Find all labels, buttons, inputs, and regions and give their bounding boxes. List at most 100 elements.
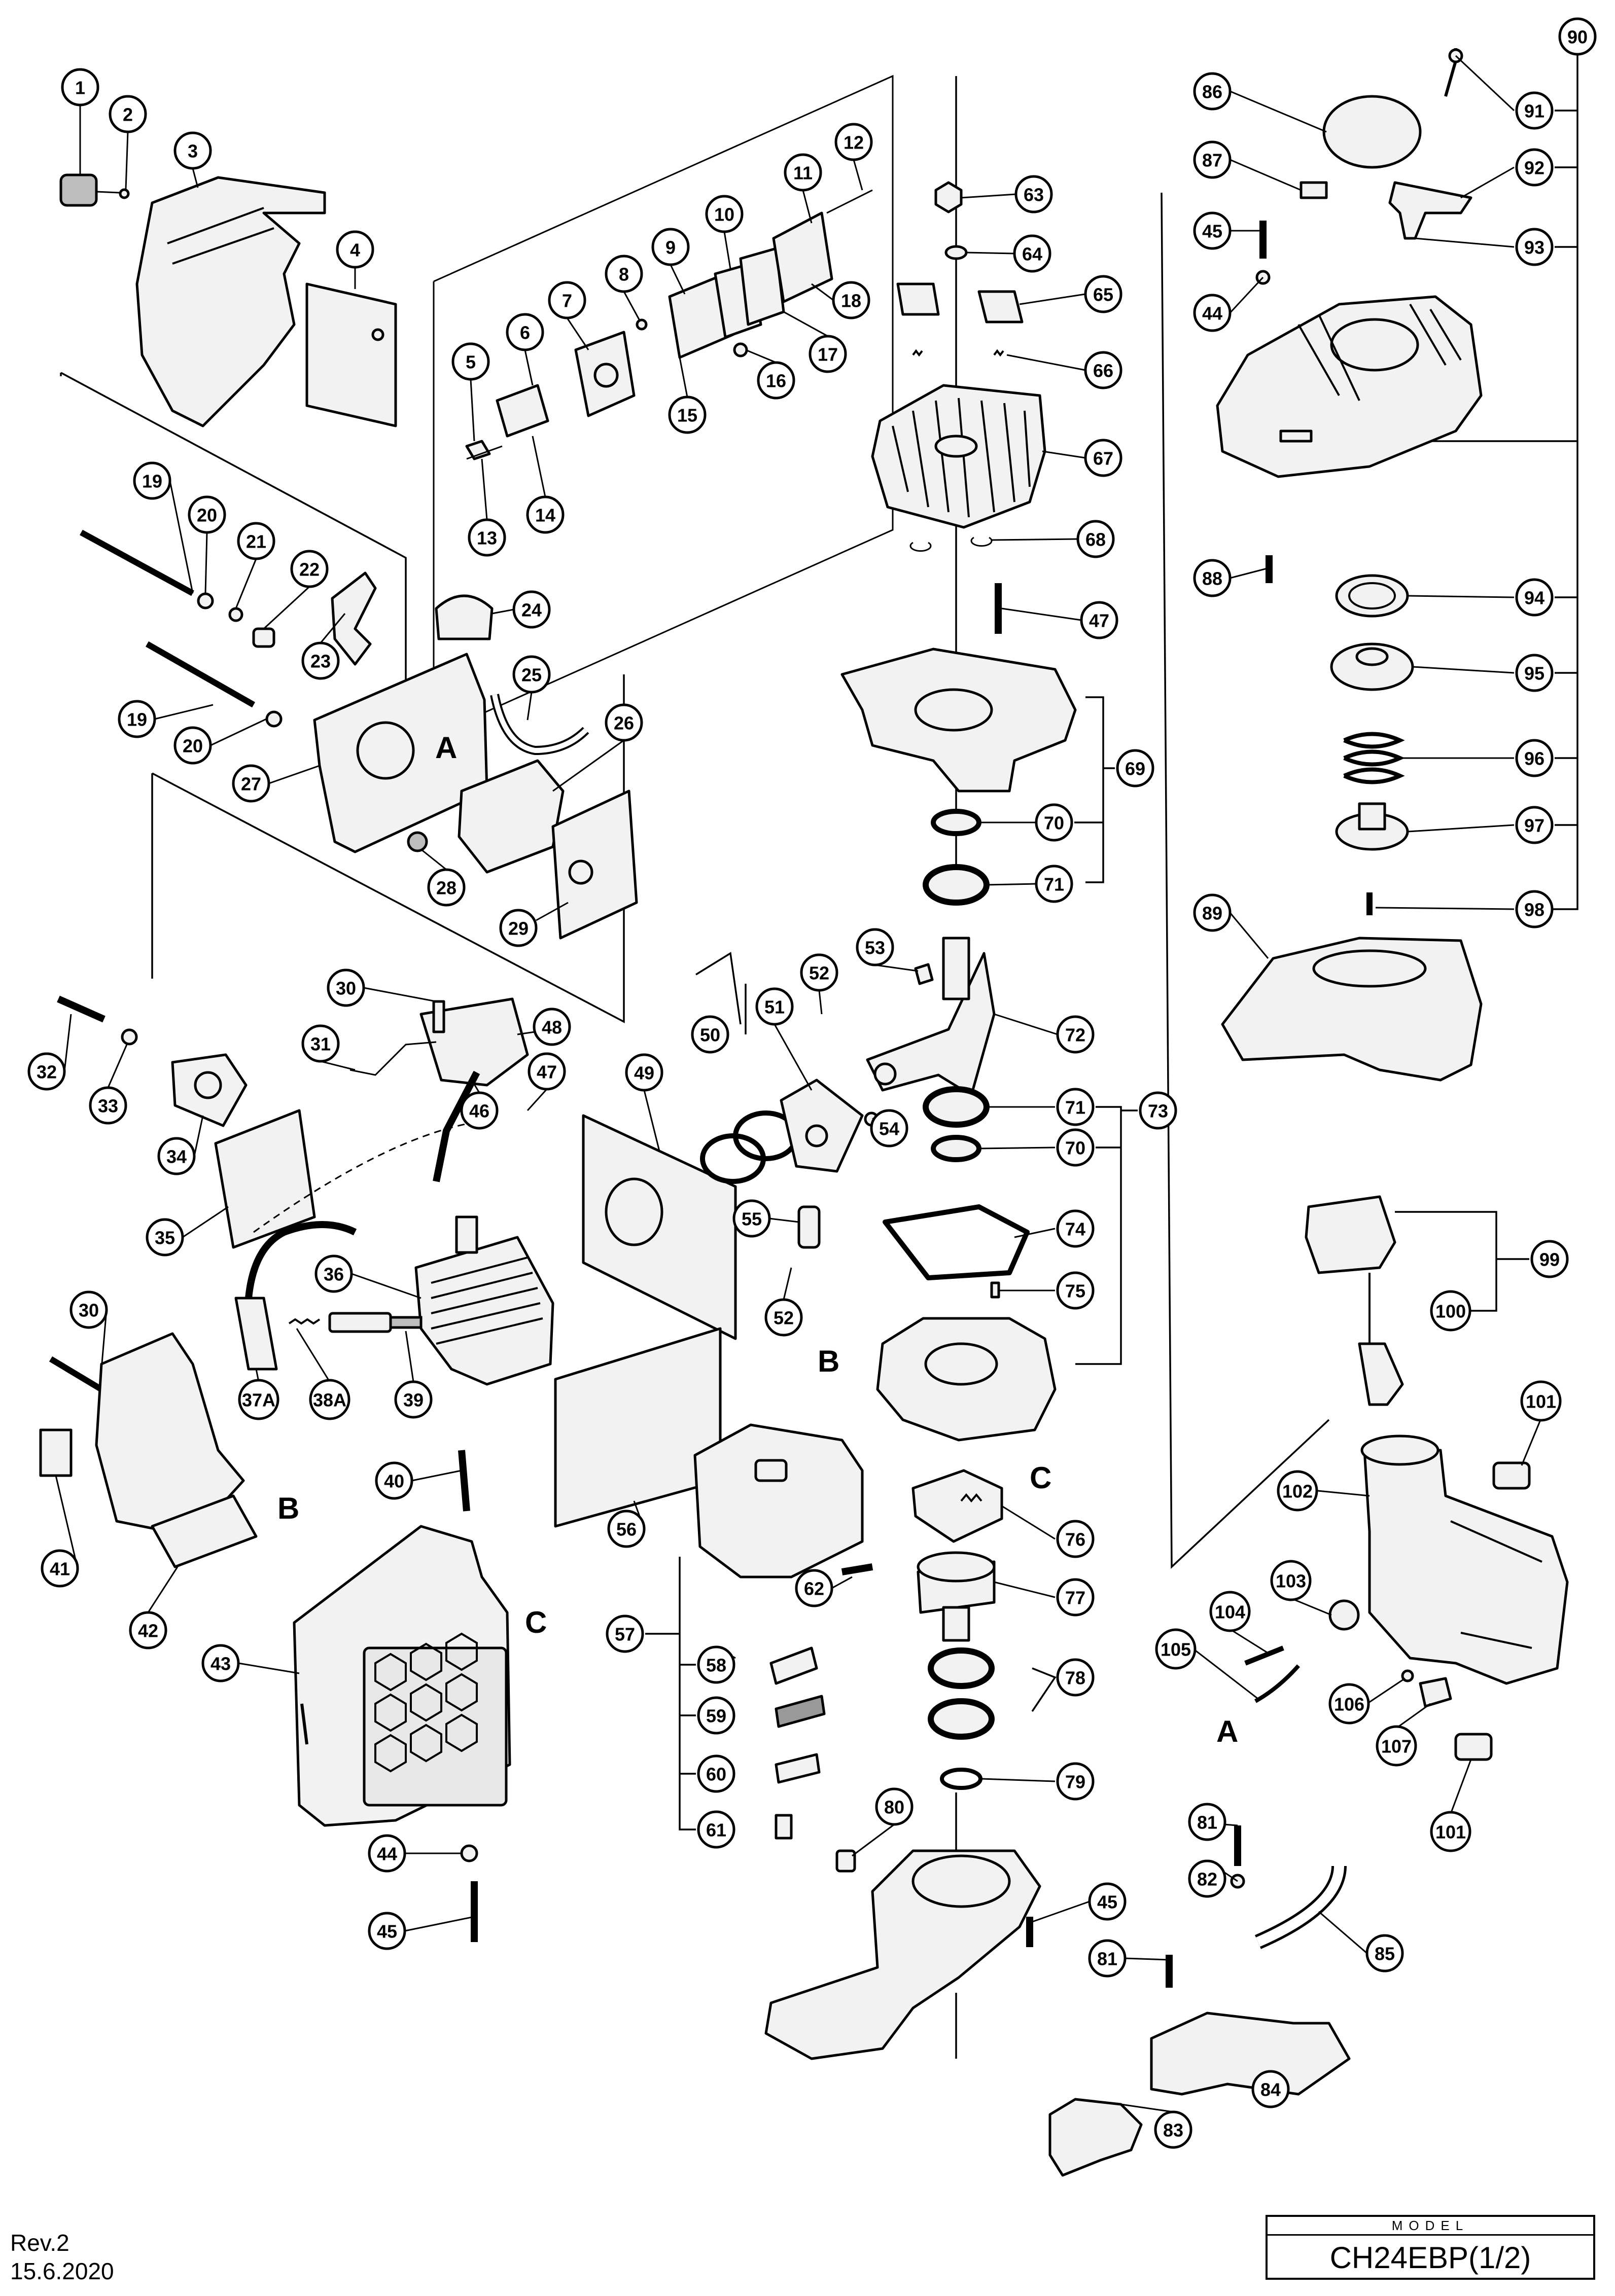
- svg-text:6: 6: [520, 322, 530, 343]
- svg-text:102: 102: [1282, 1481, 1313, 1502]
- callout-92: 92: [1515, 148, 1554, 187]
- svg-text:70: 70: [1065, 1138, 1085, 1159]
- svg-text:82: 82: [1197, 1869, 1217, 1890]
- svg-text:46: 46: [469, 1101, 489, 1122]
- svg-text:23: 23: [310, 651, 331, 672]
- callout-63: 63: [1014, 175, 1053, 213]
- svg-text:37A: 37A: [242, 1390, 275, 1411]
- callout-24: 24: [512, 590, 551, 629]
- svg-text:83: 83: [1163, 2120, 1183, 2141]
- callout-70: 70: [1035, 803, 1073, 842]
- svg-text:65: 65: [1093, 284, 1113, 305]
- callout-78: 78: [1056, 1658, 1095, 1697]
- svg-text:41: 41: [50, 1559, 70, 1580]
- callout-45: 45: [1193, 211, 1232, 250]
- model-label: MODEL: [1268, 2217, 1593, 2236]
- svg-text:101: 101: [1526, 1391, 1556, 1412]
- svg-text:44: 44: [1202, 303, 1222, 324]
- svg-text:43: 43: [210, 1654, 231, 1674]
- callout-91: 91: [1515, 91, 1554, 130]
- svg-text:50: 50: [700, 1025, 720, 1046]
- callout-19: 19: [133, 461, 171, 500]
- svg-text:87: 87: [1202, 150, 1222, 171]
- callout-25: 25: [512, 655, 551, 694]
- svg-text:92: 92: [1524, 158, 1544, 178]
- svg-text:67: 67: [1093, 448, 1113, 469]
- svg-text:73: 73: [1148, 1101, 1168, 1122]
- svg-text:49: 49: [634, 1063, 654, 1084]
- callout-1: 1: [61, 68, 99, 106]
- svg-text:74: 74: [1065, 1219, 1085, 1240]
- svg-text:38A: 38A: [313, 1390, 346, 1411]
- callout-97: 97: [1515, 806, 1554, 844]
- svg-text:10: 10: [714, 204, 734, 225]
- svg-text:93: 93: [1524, 237, 1544, 258]
- callout-95: 95: [1515, 654, 1554, 692]
- callout-76: 76: [1056, 1520, 1095, 1558]
- svg-text:27: 27: [241, 774, 261, 795]
- svg-text:9: 9: [665, 237, 676, 258]
- svg-text:85: 85: [1375, 1944, 1395, 1964]
- svg-text:7: 7: [562, 291, 572, 311]
- svg-text:55: 55: [742, 1209, 762, 1230]
- svg-text:91: 91: [1524, 101, 1544, 122]
- svg-text:19: 19: [127, 709, 147, 730]
- callout-43: 43: [201, 1644, 240, 1682]
- callout-2: 2: [109, 95, 147, 133]
- svg-text:47: 47: [1089, 611, 1109, 631]
- svg-text:77: 77: [1065, 1588, 1085, 1608]
- svg-text:72: 72: [1065, 1025, 1085, 1046]
- callout-50: 50: [691, 1015, 729, 1054]
- callout-102: 102: [1277, 1470, 1318, 1512]
- callout-40: 40: [375, 1461, 413, 1500]
- svg-text:5: 5: [466, 352, 476, 373]
- svg-text:1: 1: [75, 78, 85, 98]
- callout-7: 7: [548, 281, 586, 319]
- callout-44: 44: [368, 1834, 406, 1873]
- svg-text:78: 78: [1065, 1668, 1085, 1689]
- callout-45: 45: [1088, 1882, 1127, 1921]
- svg-text:101: 101: [1435, 1822, 1466, 1843]
- svg-text:84: 84: [1260, 2079, 1281, 2100]
- callout-42: 42: [129, 1611, 167, 1649]
- svg-text:12: 12: [844, 132, 864, 153]
- revision-date: 15.6.2020: [10, 2258, 114, 2284]
- svg-text:60: 60: [706, 1764, 726, 1785]
- svg-text:105: 105: [1161, 1639, 1191, 1660]
- callout-59: 59: [697, 1696, 735, 1735]
- svg-text:29: 29: [508, 918, 529, 939]
- svg-text:51: 51: [764, 997, 785, 1018]
- svg-text:47: 47: [537, 1062, 557, 1083]
- callout-81: 81: [1188, 1803, 1226, 1841]
- svg-text:20: 20: [197, 505, 217, 526]
- callout-32: 32: [27, 1052, 66, 1091]
- svg-text:94: 94: [1524, 588, 1544, 608]
- svg-text:100: 100: [1435, 1301, 1466, 1322]
- callout-54: 54: [870, 1109, 908, 1147]
- svg-text:103: 103: [1276, 1571, 1306, 1592]
- callout-23: 23: [301, 641, 340, 680]
- svg-text:44: 44: [377, 1844, 397, 1864]
- callout-82: 82: [1188, 1859, 1226, 1898]
- callout-49: 49: [625, 1053, 663, 1092]
- svg-text:16: 16: [766, 371, 786, 391]
- svg-text:57: 57: [615, 1624, 635, 1645]
- callout-33: 33: [89, 1086, 127, 1125]
- svg-text:56: 56: [616, 1519, 637, 1540]
- svg-text:68: 68: [1085, 529, 1106, 550]
- svg-text:76: 76: [1065, 1529, 1085, 1550]
- svg-text:15: 15: [677, 405, 697, 426]
- svg-text:107: 107: [1381, 1736, 1412, 1757]
- svg-text:64: 64: [1022, 244, 1042, 265]
- callout-35: 35: [146, 1218, 184, 1257]
- callout-86: 86: [1193, 72, 1232, 111]
- callout-53: 53: [856, 928, 894, 966]
- callout-79: 79: [1056, 1762, 1095, 1801]
- svg-text:25: 25: [521, 665, 542, 686]
- callout-38A: 38A: [309, 1379, 350, 1420]
- section-letter-C: C: [525, 1605, 547, 1639]
- callout-61: 61: [697, 1810, 735, 1849]
- svg-text:21: 21: [246, 531, 266, 552]
- svg-text:42: 42: [138, 1621, 158, 1641]
